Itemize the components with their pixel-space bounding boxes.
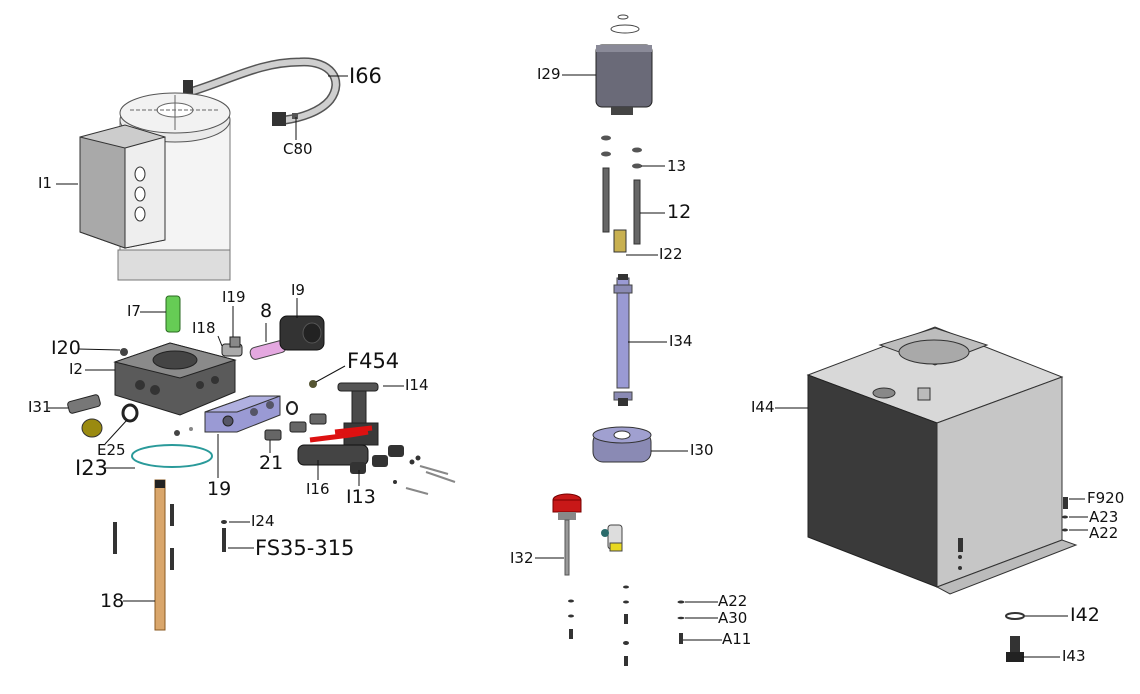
label-i14: I14 [405,376,429,394]
label-i66: I66 [349,64,382,88]
o-ring [131,444,213,468]
filter [165,295,181,333]
small-plug [174,427,193,436]
ball-valve [297,425,373,466]
washer-a23 [1062,515,1068,519]
label-a23: A23 [1089,508,1119,526]
motor-strap [183,57,341,126]
fitting-i22 [613,229,627,253]
label-a11: A11 [722,630,752,648]
label-i2: I2 [69,360,83,378]
label-i18: I18 [192,319,216,337]
breather [552,493,582,576]
label-i7: I7 [127,302,141,320]
valve-block [204,395,281,433]
fitting-21 [264,401,327,441]
label-a30: A30 [718,609,748,627]
bolt-fs35-315 [222,528,226,552]
solenoid-coil [279,315,325,351]
fitting-i19 [229,336,241,348]
label-i9: I9 [291,281,305,299]
reservoir-tank [806,326,1078,595]
adapter-fitting [350,445,456,495]
label-19: 19 [207,478,232,500]
label-i31: I31 [28,398,52,416]
bolt-i43 [1006,636,1024,662]
seal-ring [121,403,139,423]
tank-bolt [958,538,963,570]
label-21: 21 [259,452,284,474]
strap-nut [292,113,298,119]
relief-valve [67,394,101,414]
bolt-12 [602,167,641,245]
olive-plug [81,418,103,438]
label-i42: I42 [1070,604,1100,626]
plug-i20 [120,348,128,356]
label-i24: I24 [251,512,275,530]
plug-f454 [309,380,317,388]
label-i34: I34 [669,332,693,350]
label-c80: C80 [283,140,313,158]
label-18: 18 [100,590,125,612]
suction-tube [154,479,166,631]
label-i43: I43 [1062,647,1086,665]
label-8: 8 [260,300,273,322]
washer-i24 [221,520,227,524]
label-fs35-315: FS35-315 [255,536,355,560]
center-manifold [113,342,237,416]
label-i30: I30 [690,441,714,459]
washer-13 [601,135,642,169]
screw-f920 [1063,497,1068,509]
electric-motor [79,92,231,281]
washer-a22-tank [1062,528,1068,532]
label-i13: I13 [346,486,376,508]
hardware-center [568,585,629,666]
washer-i42 [1005,612,1025,620]
label-f920: F920 [1087,489,1125,507]
label-a22-tank: A22 [1089,524,1119,542]
label-i29: I29 [537,65,561,83]
gear-pump [595,14,653,115]
label-i22: I22 [659,245,683,263]
label-i44: I44 [751,398,775,416]
leader-lines [48,74,1088,658]
elbow-fitting [601,524,623,552]
coupling [592,426,652,463]
label-i1: I1 [38,174,52,192]
label-i32: I32 [510,549,534,567]
screw-a11 [679,633,683,644]
bolts-left [113,504,174,570]
label-i20: I20 [51,337,81,359]
label-e25: E25 [97,441,126,459]
label-i16: I16 [306,480,330,498]
label-a22: A22 [718,592,748,610]
label-i19: I19 [222,288,246,306]
washer-a30 [677,616,685,620]
label-f454: F454 [347,349,400,373]
label-13: 13 [667,157,687,175]
washer-a22 [677,600,685,604]
label-i23: I23 [75,456,108,480]
return-tube [613,274,633,406]
label-12: 12 [667,201,692,223]
